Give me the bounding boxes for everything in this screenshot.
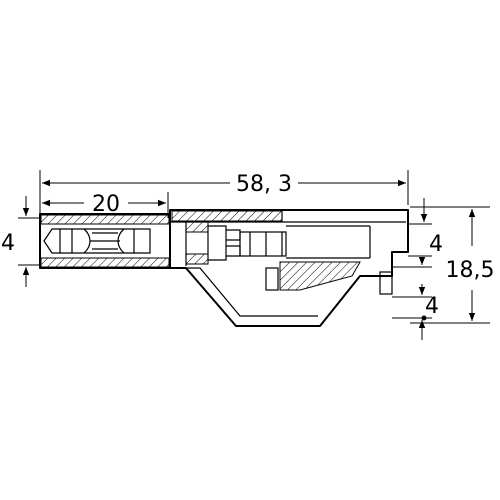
cross-hole [379, 271, 393, 295]
contact-pin [43, 228, 151, 254]
dimension-height: 18,5 [410, 206, 495, 324]
overall-length-label: 58, 3 [236, 172, 292, 197]
dimension-pin-length: 20 [42, 192, 169, 218]
dimension-pin-diameter: 4 [1, 196, 40, 287]
pin-diameter-label: 4 [1, 231, 15, 256]
dimension-overall-length: 58, 3 [39, 170, 409, 215]
pin-length-label: 20 [92, 192, 120, 217]
socket-diameter-label: 4 [429, 232, 443, 257]
inner-socket [185, 221, 371, 266]
cross-hole-label: 4 [425, 294, 439, 319]
plug-body [39, 209, 409, 327]
height-label: 18,5 [446, 258, 495, 283]
reference-dot [421, 315, 427, 321]
dimension-socket-diameter: 4 [408, 198, 443, 257]
dimension-cross-hole: 4 [392, 257, 439, 340]
